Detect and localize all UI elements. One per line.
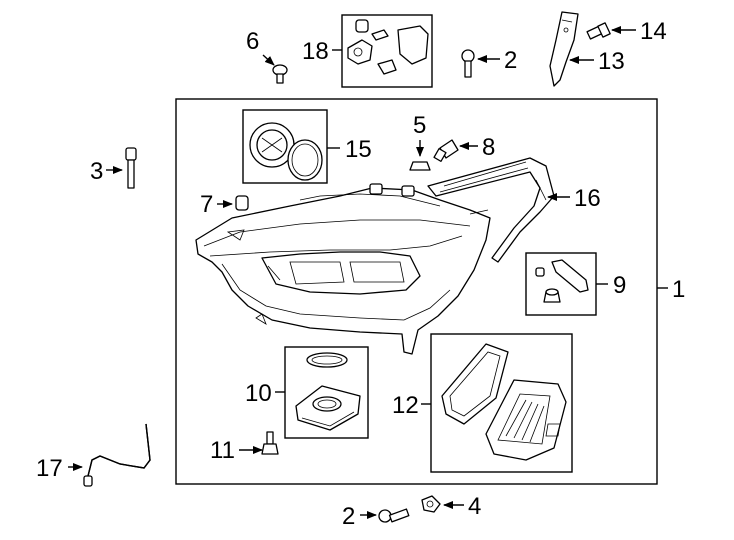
part-18-clip-kit (347, 19, 429, 75)
part-3-screw (125, 147, 137, 189)
callout-17: 17 (36, 455, 63, 482)
part-13-bracket (549, 11, 579, 87)
part-10-ballast-module (295, 352, 361, 431)
part-16-trim-strip (427, 157, 555, 263)
callout-15: 15 (345, 136, 372, 163)
part-5-nut (409, 161, 431, 171)
callout-2-top: 2 (504, 47, 517, 74)
headlamp-housing (195, 183, 491, 355)
part-18-box (341, 14, 433, 88)
callout-8: 8 (482, 134, 495, 161)
part-2-bolt-top (461, 49, 475, 78)
part-8-bulb (433, 139, 459, 162)
callout-16: 16 (574, 185, 601, 212)
assembly-frame (175, 98, 658, 485)
part-12-box (430, 333, 573, 473)
callout-14: 14 (640, 18, 667, 45)
arrow-6 (262, 54, 275, 66)
part-4-clip (421, 495, 441, 513)
callout-10: 10 (245, 380, 272, 407)
part-12-module-seal (441, 343, 567, 461)
callout-13: 13 (598, 48, 625, 75)
part-11-stud (261, 431, 279, 455)
part-15-box (242, 109, 328, 184)
callout-6: 6 (246, 28, 259, 55)
callout-1: 1 (672, 276, 685, 303)
part-9-actuator (535, 259, 589, 303)
callout-3: 3 (90, 158, 103, 185)
callout-5: 5 (413, 112, 426, 139)
callout-2-bottom: 2 (342, 503, 355, 530)
callout-12: 12 (392, 392, 419, 419)
part-6-push-pin (272, 64, 288, 84)
callout-7: 7 (200, 191, 213, 218)
callout-9: 9 (613, 272, 626, 299)
part-7-cap (235, 195, 249, 211)
part-2-bolt-bottom (378, 508, 410, 523)
part-15-cover-seal (249, 122, 323, 181)
part-17-wire-harness (83, 423, 151, 487)
part-14-bolt (586, 22, 611, 40)
callout-11: 11 (210, 437, 235, 464)
callout-18: 18 (302, 38, 329, 65)
callout-4: 4 (468, 493, 481, 520)
